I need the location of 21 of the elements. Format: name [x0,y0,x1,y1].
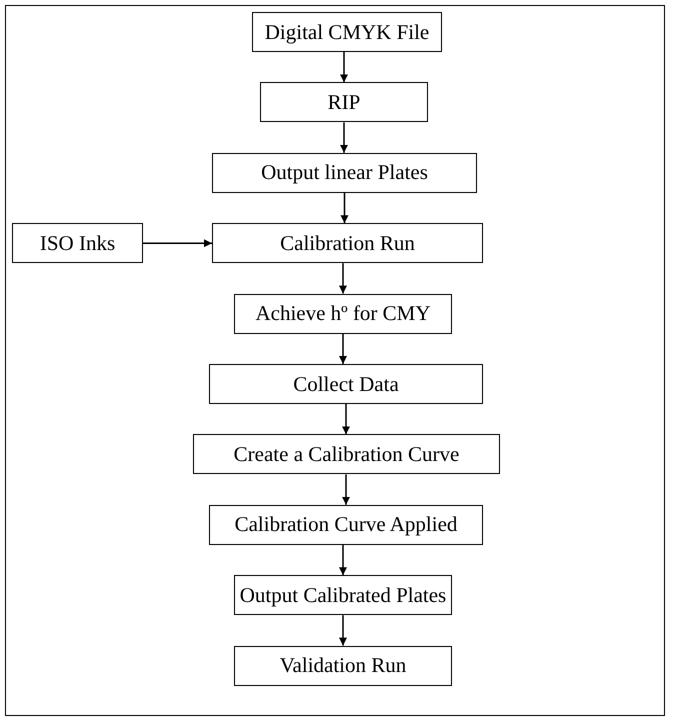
arrow [340,192,348,224]
process-box: Calibration Curve Applied [209,504,483,545]
arrow [143,239,212,248]
arrow [342,474,350,505]
process-box: Calibration Run [212,223,483,264]
arrow [339,544,347,576]
arrow [342,404,350,434]
arrow [340,122,348,153]
process-box: ISO Inks [12,223,143,264]
process-box: Create a Calibration Curve [193,434,500,474]
arrow [339,334,347,364]
arrow [339,263,347,294]
process-box: Achieve hº for CMY [234,294,452,334]
arrow [339,615,347,646]
process-box: Output linear Plates [212,152,477,193]
process-box: Output Calibrated Plates [234,575,452,616]
process-box: Validation Run [234,646,452,686]
process-box: Collect Data [209,364,483,404]
process-box: RIP [260,82,428,122]
process-box: Digital CMYK File [252,12,442,52]
arrow [340,52,348,82]
